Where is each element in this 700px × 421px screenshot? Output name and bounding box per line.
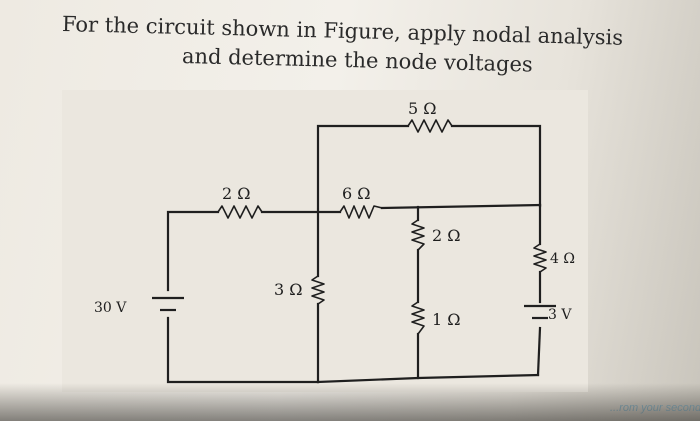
label-2ohm-left: 2 Ω [222, 184, 251, 203]
resistor-4ohm-symbol [533, 243, 547, 273]
wire-top-right [450, 124, 542, 208]
label-6ohm: 6 Ω [342, 184, 371, 203]
wire-left-lower [166, 316, 320, 384]
resistor-3ohm-symbol [311, 275, 325, 305]
label-4ohm: 4 Ω [550, 251, 575, 267]
resistor-1ohm-symbol [411, 301, 425, 335]
label-3v: 3 V [548, 307, 572, 323]
wire-right-lower [536, 326, 542, 377]
resistor-2ohm-left-symbol [217, 205, 263, 219]
resistor-5ohm-symbol [407, 119, 453, 133]
label-30v: 30 V [94, 300, 127, 316]
resistor-2ohm-mid-symbol [411, 219, 425, 251]
battery-30v-symbol [152, 296, 184, 312]
label-5ohm: 5 Ω [408, 99, 437, 118]
partial-footer-text: ...rom your second de [610, 402, 700, 414]
wire-left-upper [166, 210, 220, 292]
wire-bottom-rail [316, 373, 540, 384]
label-2ohm-mid: 2 Ω [432, 226, 461, 245]
wire-6ohm-to-right [380, 203, 542, 210]
resistor-6ohm-symbol [339, 205, 383, 219]
label-3ohm: 3 Ω [274, 280, 303, 299]
label-1ohm: 1 Ω [432, 310, 461, 329]
